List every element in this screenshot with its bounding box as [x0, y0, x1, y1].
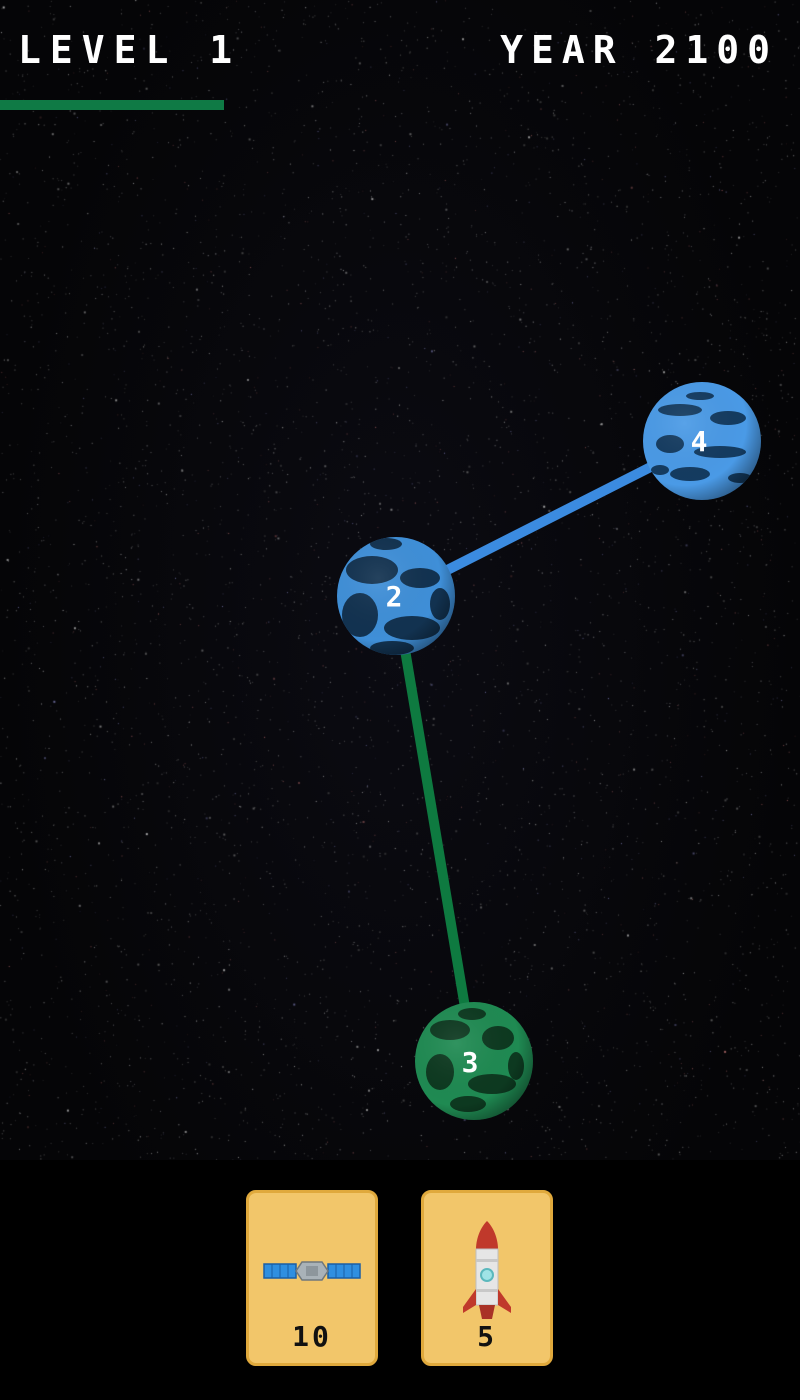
planet-3-label: 3 — [462, 1046, 479, 1079]
planet-2-label: 2 — [386, 580, 403, 613]
route-link-2-3 — [391, 595, 479, 1062]
satellite-card[interactable]: 10 — [246, 1190, 378, 1366]
planet-2-shading — [337, 537, 455, 655]
rocket-count: 5 — [477, 1320, 497, 1353]
rocket-icon — [424, 1211, 550, 1331]
planet-4-label: 4 — [691, 425, 708, 458]
inventory-panel — [0, 1160, 800, 1400]
planet-3[interactable]: 3 — [415, 1002, 533, 1120]
planet-4[interactable]: 4 — [643, 382, 761, 500]
planet-3-shading — [415, 1002, 533, 1120]
level-progress-bar — [0, 100, 800, 110]
planet-2[interactable]: 2 — [337, 537, 455, 655]
satellite-icon — [249, 1211, 375, 1331]
level-progress-fill — [0, 100, 224, 110]
year-label: YEAR 2100 — [500, 28, 778, 72]
planet-4-shading — [643, 382, 761, 500]
level-label: LEVEL 1 — [18, 28, 242, 72]
rocket-card[interactable]: 5 — [421, 1190, 553, 1366]
satellite-count: 10 — [292, 1320, 332, 1353]
